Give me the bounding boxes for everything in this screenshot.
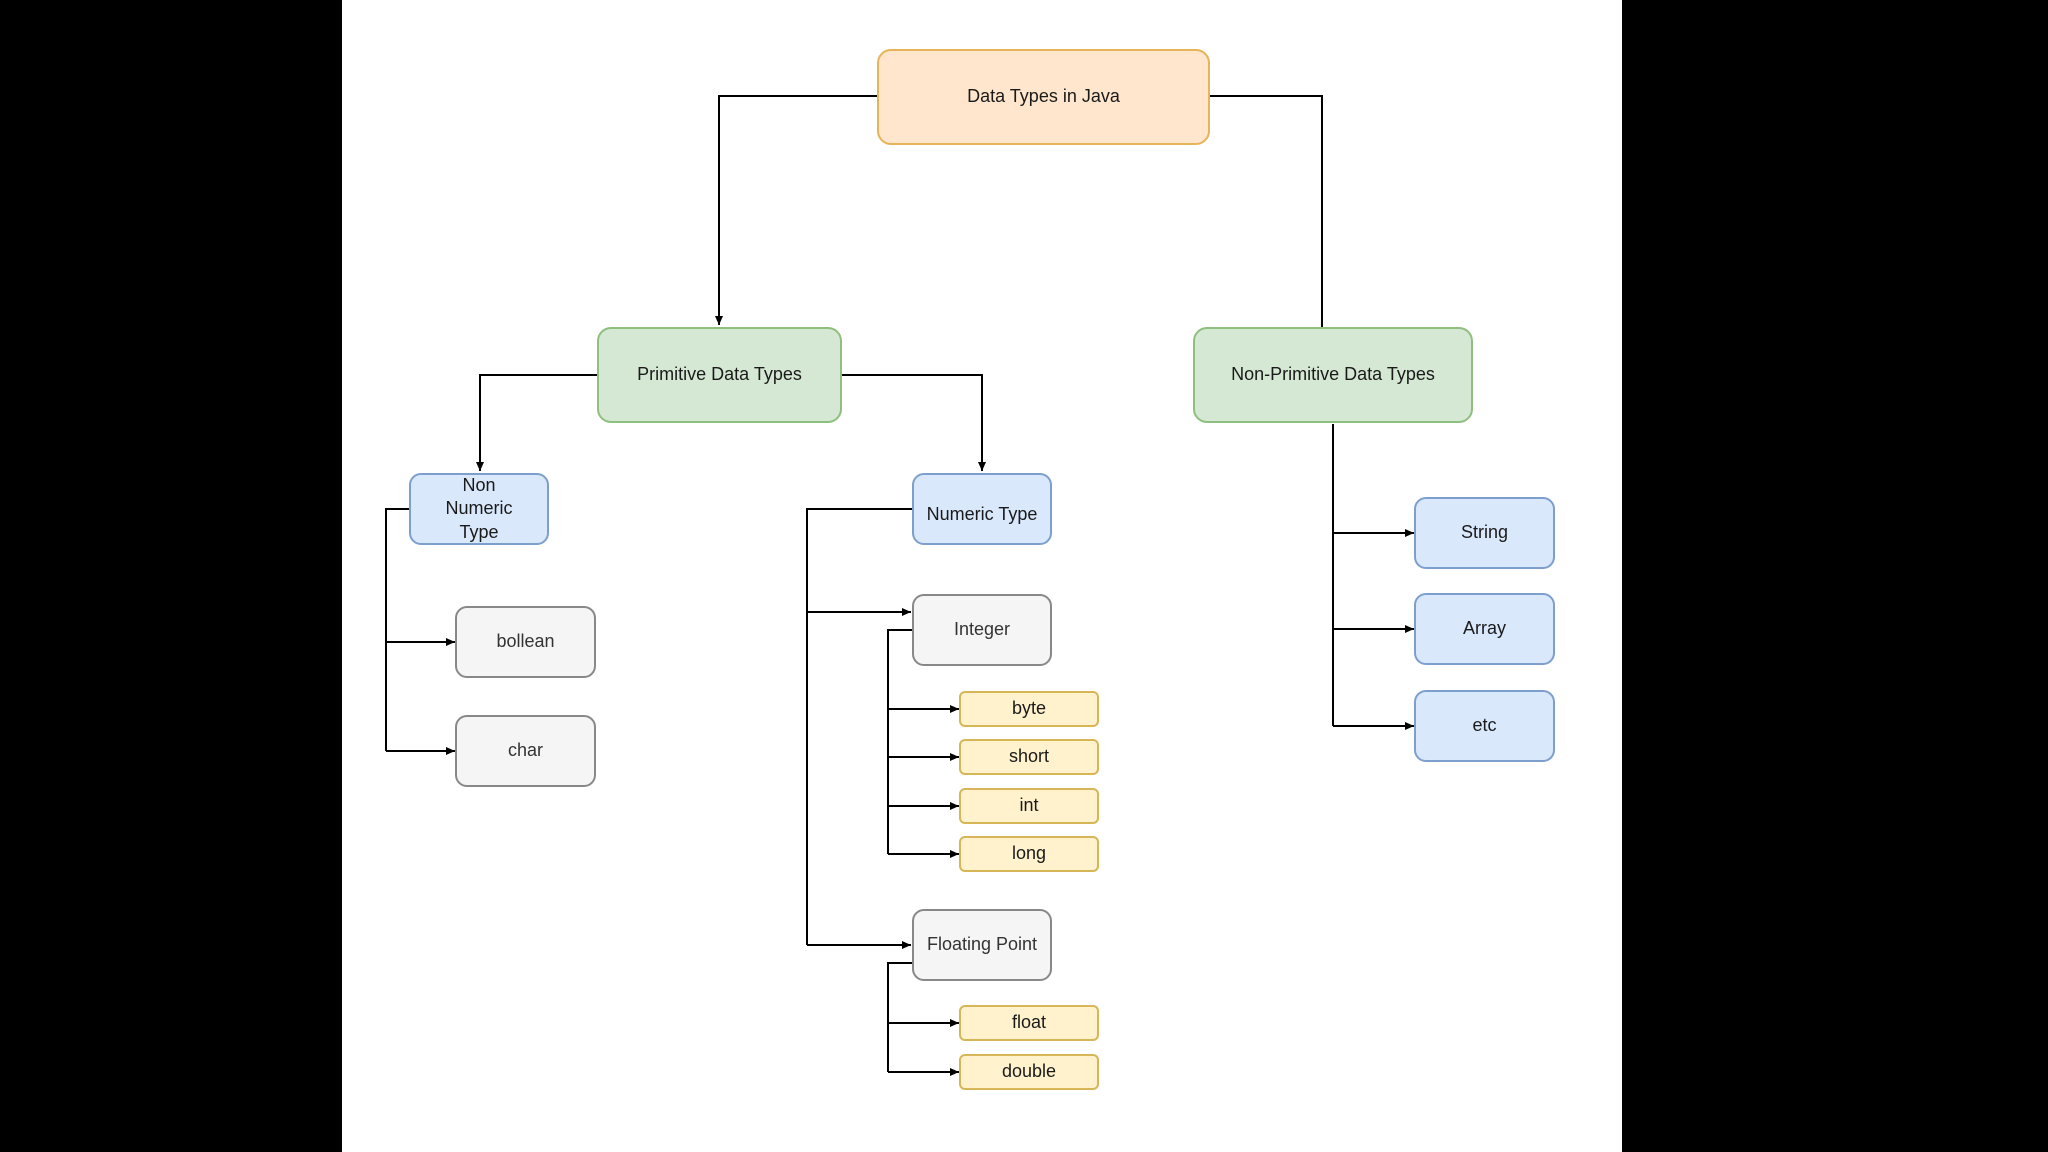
node-array: Array	[1414, 593, 1555, 665]
node-string: String	[1414, 497, 1555, 569]
node-long: long	[959, 836, 1099, 872]
edge-root-primitive	[715, 95, 877, 325]
edge-root-nonprimitive	[1210, 95, 1326, 338]
edge-integer-trunk	[887, 629, 912, 854]
edge-floating-trunk	[887, 962, 912, 1072]
node-numeric-type: Numeric Type	[912, 473, 1052, 545]
node-int: int	[959, 788, 1099, 824]
node-char: char	[455, 715, 596, 787]
edge-primitive-numeric	[842, 374, 986, 471]
node-data-types-in-java: Data Types in Java	[877, 49, 1210, 145]
edge-primitive-nonnumeric	[476, 374, 597, 471]
edge-nonnumeric-trunk	[385, 508, 409, 751]
node-short: short	[959, 739, 1099, 775]
node-non-numeric-type: Non Numeric Type	[409, 473, 549, 545]
node-byte: byte	[959, 691, 1099, 727]
node-double: double	[959, 1054, 1099, 1090]
node-etc: etc	[1414, 690, 1555, 762]
node-bollean: bollean	[455, 606, 596, 678]
node-primitive-data-types: Primitive Data Types	[597, 327, 842, 423]
node-float: float	[959, 1005, 1099, 1041]
node-non-primitive-data-types: Non-Primitive Data Types	[1193, 327, 1473, 423]
edge-numeric-trunk	[806, 508, 912, 945]
node-floating-point: Floating Point	[912, 909, 1052, 981]
node-integer: Integer	[912, 594, 1052, 666]
